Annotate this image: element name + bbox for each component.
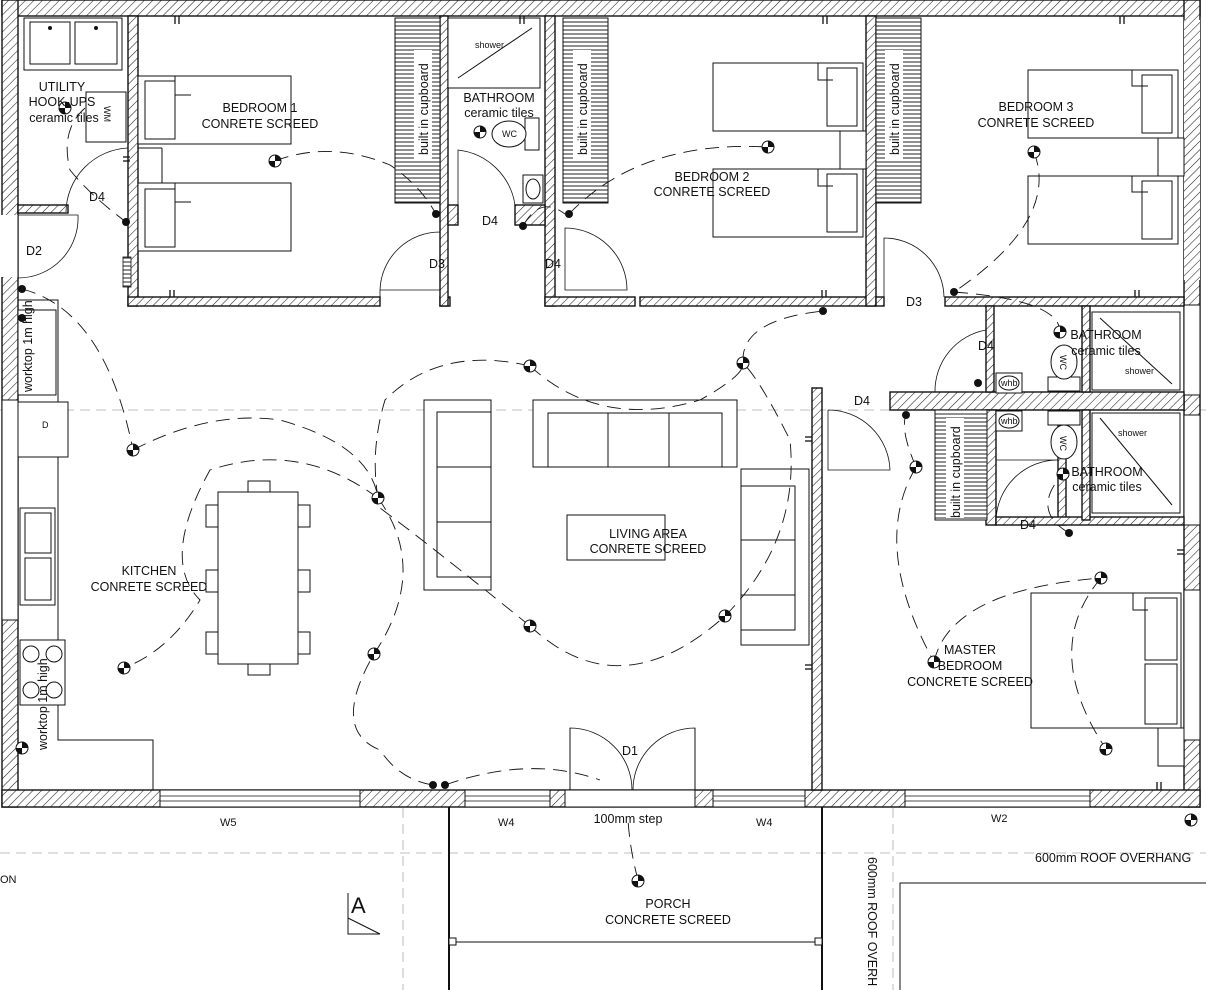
whb-label-1: whb [1000,378,1018,388]
sockets [123,16,1184,790]
wc-label-2: WC [1058,355,1068,370]
bedroom1-finish: CONRETE SCREED [202,117,319,131]
living-finish: CONRETE SCREED [590,542,707,556]
bathroom3-finish: ceramic tiles [1072,480,1141,494]
cupboard-label-4: built in cupboard [949,426,963,518]
cupboard-labels: built in cupboard built in cupboard buil… [414,50,964,518]
master-finish: CONCRETE SCREED [907,675,1033,689]
door-tag-d2: D2 [26,244,42,258]
section-marker: A [347,893,381,935]
edge-fragment: ON [0,874,17,886]
door-tag-d4-bath: D4 [482,214,498,228]
overhang-label-vertical: 600mm ROOF OVERH [865,857,879,986]
wc-label-3: WC [1058,436,1068,451]
kitchen-fixtures: D [17,299,311,790]
kitchen-finish: CONRETE SCREED [91,580,208,594]
door-tag-d4-bed2: D4 [545,257,561,271]
shower-label-2: shower [1125,366,1154,376]
step-label: 100mm step [594,812,663,826]
living-furniture [423,399,810,646]
porch [448,807,1206,990]
master-label-2: BEDROOM [938,659,1003,673]
worktop-label-upper: worktop 1m high [21,300,35,393]
door-tag-d4-bath3: D4 [1020,518,1036,532]
kitchen-label: KITCHEN [122,564,177,578]
utility-sublabel: HOOK-UPS [29,95,96,109]
bathroom3-label: BATHROOM [1071,465,1142,479]
window-tag-w4-right: W4 [756,817,773,829]
beds [137,62,1185,767]
cupboard-label-3: built in cupboard [888,63,902,155]
bathroom1-label: BATHROOM [463,91,534,105]
door-tag-d4-bath2: D4 [978,339,994,353]
section-marker-label: A [351,893,366,918]
door-tag-d3-bed1: D3 [429,257,445,271]
porch-finish: CONCRETE SCREED [605,913,731,927]
wc-label-1: WC [502,129,517,139]
door-swings [0,147,1059,791]
utility-label: UTILITY [39,80,86,94]
bathroom2-finish: ceramic tiles [1071,344,1140,358]
window-tag-w2: W2 [991,813,1008,825]
window-tags: W5 W4 W4 W2 [220,813,1008,829]
appliance-label: D [42,420,49,430]
bathroom1-finish: ceramic tiles [464,106,533,120]
window-tag-w4-left: W4 [498,817,515,829]
window-tag-w5: W5 [220,817,237,829]
bedroom2-finish: CONRETE SCREED [654,185,771,199]
overhang-label: 600mm ROOF OVERHANG [1035,851,1191,865]
shower-label-3: shower [1118,428,1147,438]
room-labels: UTILITY HOOK-UPS ceramic tiles BEDROOM 1… [0,80,1191,986]
utility-fixtures: WM [23,17,127,143]
living-label: LIVING AREA [609,527,687,541]
interior-walls [17,15,1185,791]
door-tag-d4-master: D4 [854,394,870,408]
bedroom1-label: BEDROOM 1 [222,101,297,115]
wiring [21,107,1107,881]
whb-label-2: whb [1000,416,1018,426]
bedroom2-label: BEDROOM 2 [674,170,749,184]
door-tag-d4-utility: D4 [89,190,105,204]
bathroom2-label: BATHROOM [1070,328,1141,342]
utility-finish: ceramic tiles [29,111,98,125]
shower-label-1: shower [475,40,504,50]
door-tag-d1: D1 [622,744,638,758]
master-label: MASTER [944,643,996,657]
worktop-label-lower: worktop 1m high [36,658,50,751]
window-openings [1,20,1201,808]
bathroom-fixtures: shower WC shower WC whb shower WC whb [447,17,1181,514]
porch-label: PORCH [645,897,690,911]
cupboard-label-2: built in cupboard [576,63,590,155]
bedroom3-label: BEDROOM 3 [998,100,1073,114]
cupboard-label-1: built in cupboard [417,63,431,155]
door-tag-d3-bed3: D3 [906,295,922,309]
door-tags: D4 D2 D3 D4 D4 D3 D4 D4 D4 D1 [26,190,1036,758]
bedroom3-finish: CONRETE SCREED [978,116,1095,130]
washing-machine-label: WM [102,106,112,122]
